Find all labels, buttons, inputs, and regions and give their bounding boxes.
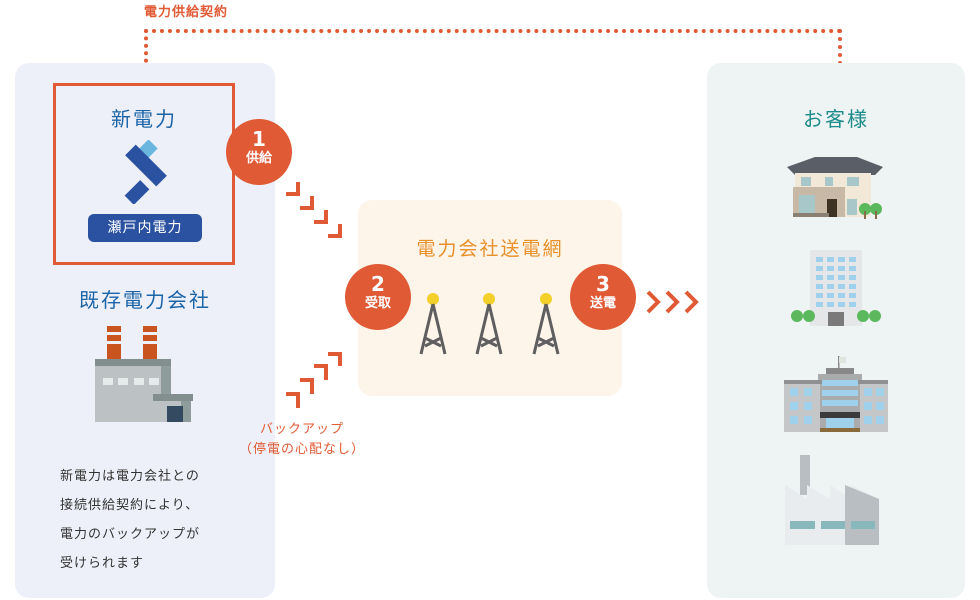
customer-title: お客様 — [803, 107, 869, 131]
office-building-icon — [791, 250, 881, 326]
brand-badge: 瀬戸内電力 — [88, 214, 202, 242]
new-power-title: 新電力 — [111, 107, 177, 131]
contract-connector-left — [144, 29, 148, 85]
existing-company-title: 既存電力会社 — [79, 288, 211, 312]
backup-label: バックアップ （停電の心配なし） — [238, 422, 365, 457]
backup-arrows-icon — [286, 352, 342, 408]
supply-arrows-icon — [286, 182, 342, 238]
backup-description: 新電力は電力会社との 接続供給契約により、 電力のバックアップが 受けられます — [60, 469, 201, 571]
transmission-towers-icon — [419, 293, 560, 355]
house-icon — [787, 157, 883, 219]
power-plant-icon — [95, 326, 193, 422]
contract-connector-horizontal — [144, 29, 842, 33]
contract-label: 電力供給契約 — [144, 5, 229, 20]
school-building-icon — [784, 356, 888, 432]
contract-connector-right — [838, 29, 842, 65]
brand-logo-icon — [124, 140, 167, 204]
factory-icon — [785, 455, 879, 545]
grid-title: 電力会社送電網 — [416, 238, 564, 260]
transmit-chevrons-icon — [646, 290, 699, 314]
